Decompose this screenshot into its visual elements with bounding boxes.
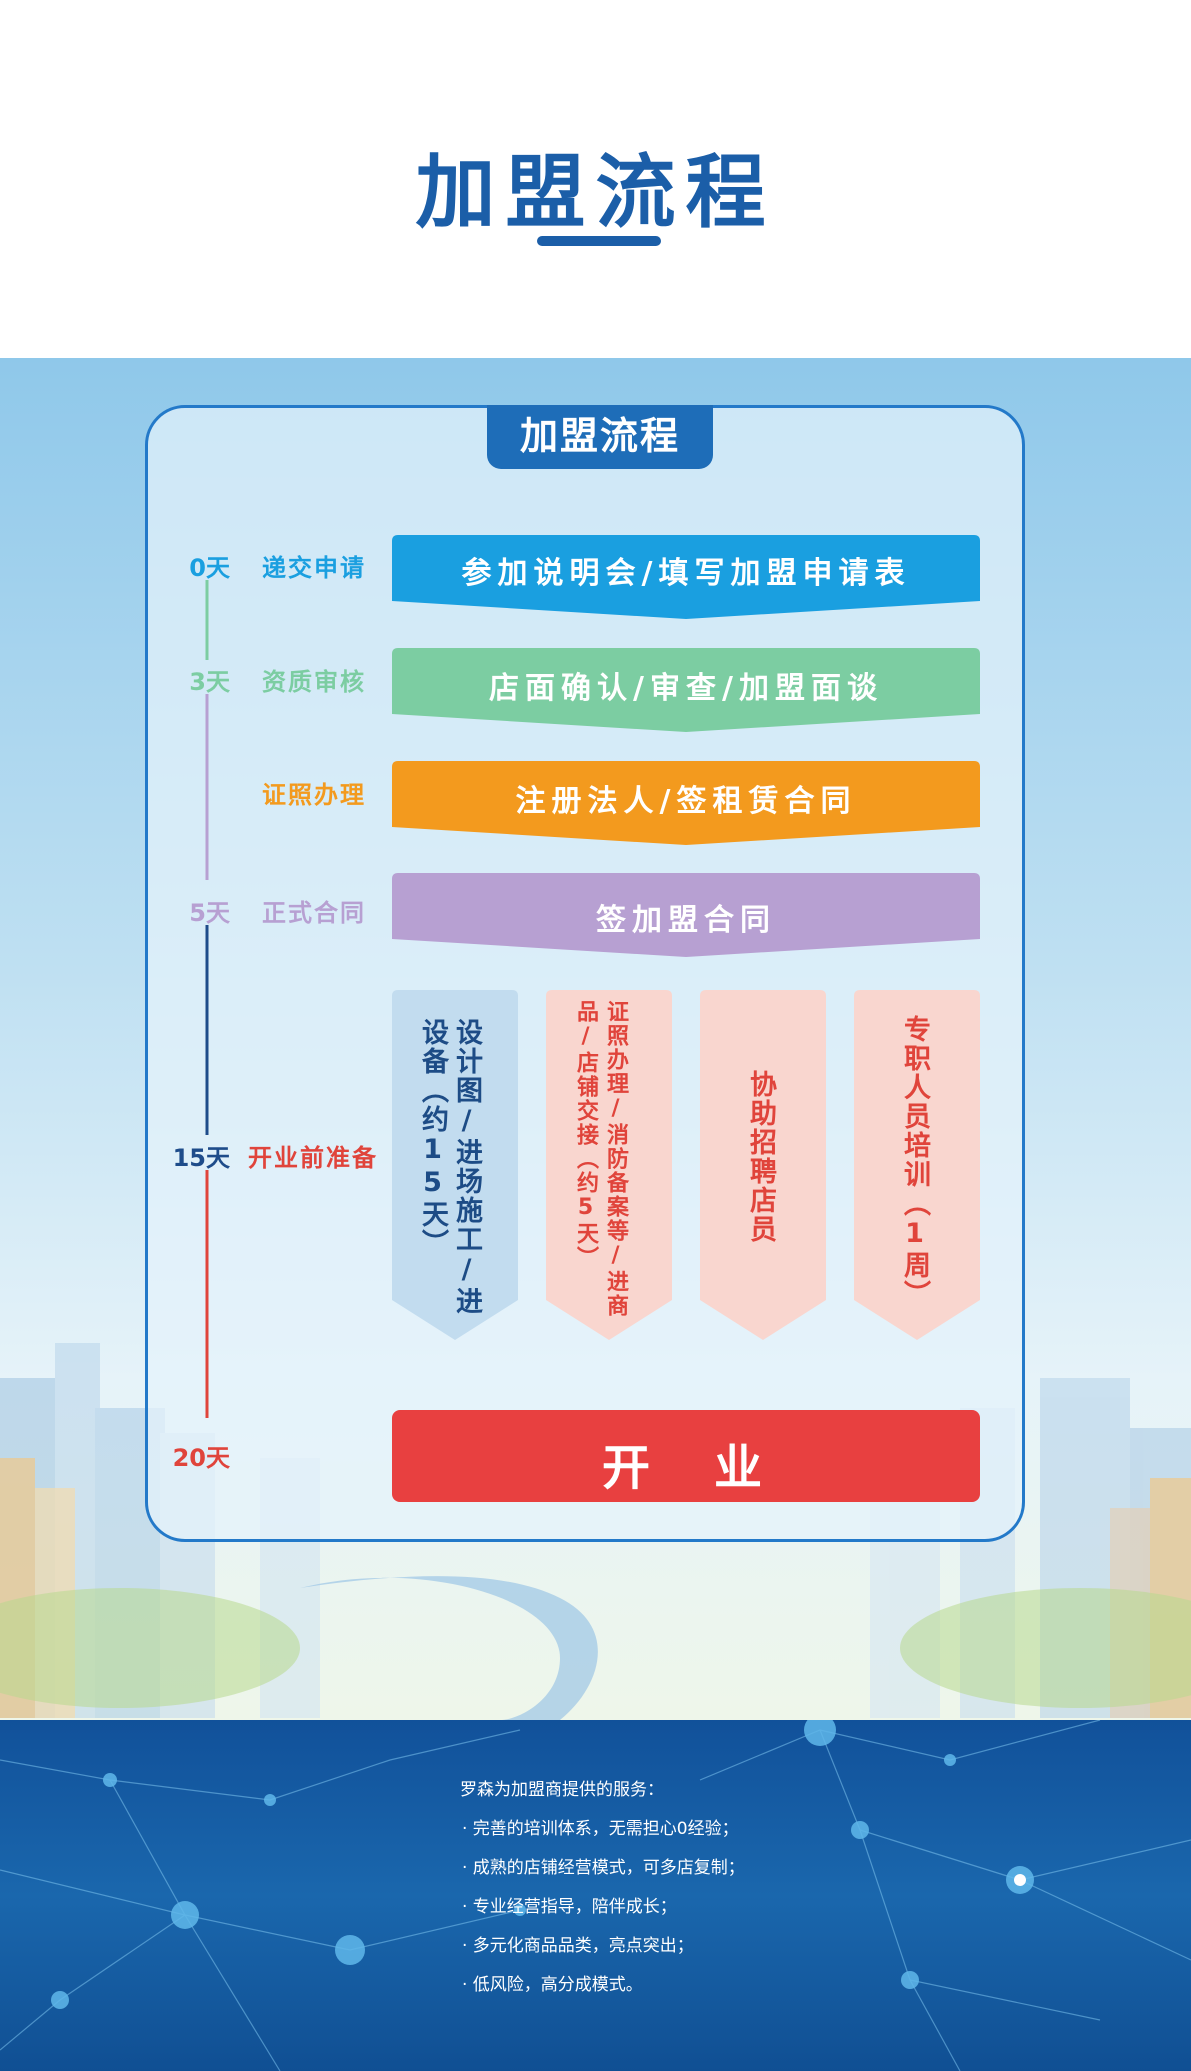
day-label-0: 0天 <box>189 554 230 582</box>
prep-column-recruit: 协助招聘店员 <box>745 1070 776 1244</box>
prep-column-training: 专职人员培训（1周） <box>899 1015 930 1309</box>
page-header: 加盟流程 <box>0 0 1191 358</box>
services-heading: 罗森为加盟商提供的服务： <box>460 1780 664 1800</box>
opening-bar <box>392 1410 980 1502</box>
service-item: · 多元化商品品类，亮点突出； <box>462 1936 694 1956</box>
prep-shape-recruit <box>700 990 826 1340</box>
service-item: · 完善的培训体系，无需担心0经验； <box>462 1819 739 1839</box>
page-title: 加盟流程 <box>415 146 776 239</box>
stage-label-prep: 开业前准备 <box>248 1144 378 1172</box>
step-license: 注册法人/签租赁合同 <box>515 784 857 819</box>
stage-label-contract: 正式合同 <box>262 899 366 927</box>
step-shape-review <box>392 648 980 732</box>
prep-shape-training <box>854 990 980 1340</box>
stage-label-review: 资质审核 <box>262 668 366 696</box>
step-shape-license <box>392 761 980 845</box>
network-decoration <box>0 1720 1191 2071</box>
service-item: · 低风险，高分成模式。 <box>462 1975 643 1995</box>
service-item: · 成熟的店铺经营模式，可多店复制； <box>462 1858 745 1878</box>
services-footer: 罗森为加盟商提供的服务： · 完善的培训体系，无需担心0经验； · 成熟的店铺经… <box>0 1720 1191 2071</box>
stage-label-license: 证照办理 <box>262 781 366 809</box>
panel-title: 加盟流程 <box>487 405 713 469</box>
service-item: · 专业经营指导，陪伴成长； <box>462 1897 677 1917</box>
day-label-20: 20天 <box>172 1444 230 1472</box>
prep-shape-licensing <box>546 990 672 1340</box>
step-review: 店面确认/审查/加盟面谈 <box>489 671 883 706</box>
stage-label-submit: 递交申请 <box>262 554 366 582</box>
opening-label: 开 业 <box>601 1440 770 1496</box>
prep-column-construction: 设计图/进场施工/进设备（约15天） <box>417 1018 482 1316</box>
day-label-3: 3天 <box>189 668 230 696</box>
day-label-5: 5天 <box>189 899 230 927</box>
day-label-15: 15天 <box>172 1144 230 1172</box>
step-shape-contract <box>392 873 980 957</box>
prep-column-licensing: 证照办理/消防备案等/进商品/店铺交接（约5天） <box>573 1000 628 1318</box>
prep-shape-construction <box>392 990 518 1340</box>
step-contract: 签加盟合同 <box>596 903 776 938</box>
title-underline <box>537 236 661 246</box>
step-shape-submit <box>392 535 980 619</box>
step-submit: 参加说明会/填写加盟申请表 <box>461 556 911 591</box>
